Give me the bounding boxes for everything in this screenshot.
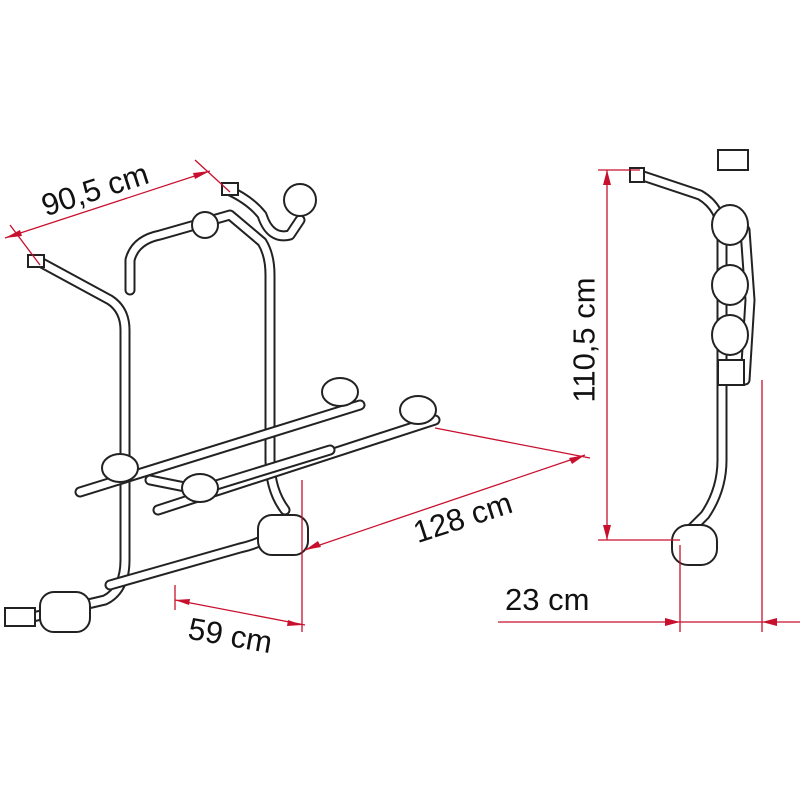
dimension-110-5-cm xyxy=(598,169,680,541)
dimension-label-110-5-cm: 110,5 cm xyxy=(566,277,602,403)
dimension-label-23-cm: 23 cm xyxy=(505,582,590,617)
dimension-23-cm xyxy=(498,380,800,632)
bike-rack-side-view xyxy=(629,149,756,566)
bike-rack-front-view xyxy=(4,182,441,633)
dimension-128-cm xyxy=(304,427,591,551)
dimension-59-cm xyxy=(174,480,306,632)
dimension-90-5-cm xyxy=(4,159,231,266)
